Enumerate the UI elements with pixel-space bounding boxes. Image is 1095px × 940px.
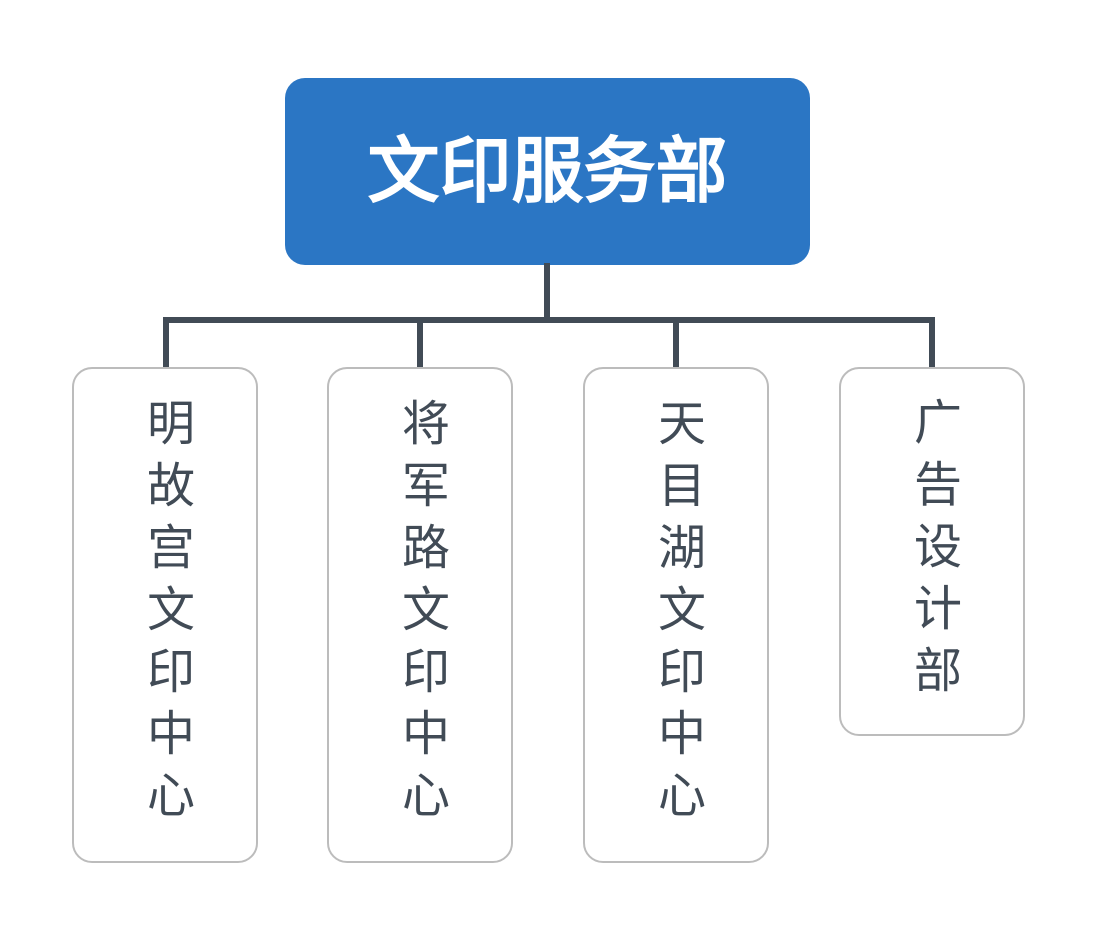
- org-node-child-3[interactable]: 天目湖文印中心: [583, 367, 769, 863]
- org-node-child-1[interactable]: 明故宫文印中心: [72, 367, 258, 863]
- connector-drop-4: [929, 317, 935, 369]
- connector-root-stem: [544, 263, 550, 323]
- connector-drop-3: [673, 317, 679, 369]
- org-node-child-1-label: 明故宫文印中心: [139, 398, 192, 832]
- connector-drop-2: [417, 317, 423, 369]
- org-node-child-4[interactable]: 广告设计部: [839, 367, 1025, 736]
- org-node-child-2[interactable]: 将军路文印中心: [327, 367, 513, 863]
- org-node-child-2-label: 将军路文印中心: [394, 398, 447, 832]
- org-node-child-3-label: 天目湖文印中心: [650, 398, 703, 832]
- org-node-root-label: 文印服务部: [367, 131, 728, 212]
- connector-drop-1: [163, 317, 169, 369]
- org-node-root[interactable]: 文印服务部: [285, 78, 810, 265]
- connector-horizontal-bus: [163, 317, 935, 323]
- org-node-child-4-label: 广告设计部: [906, 396, 959, 707]
